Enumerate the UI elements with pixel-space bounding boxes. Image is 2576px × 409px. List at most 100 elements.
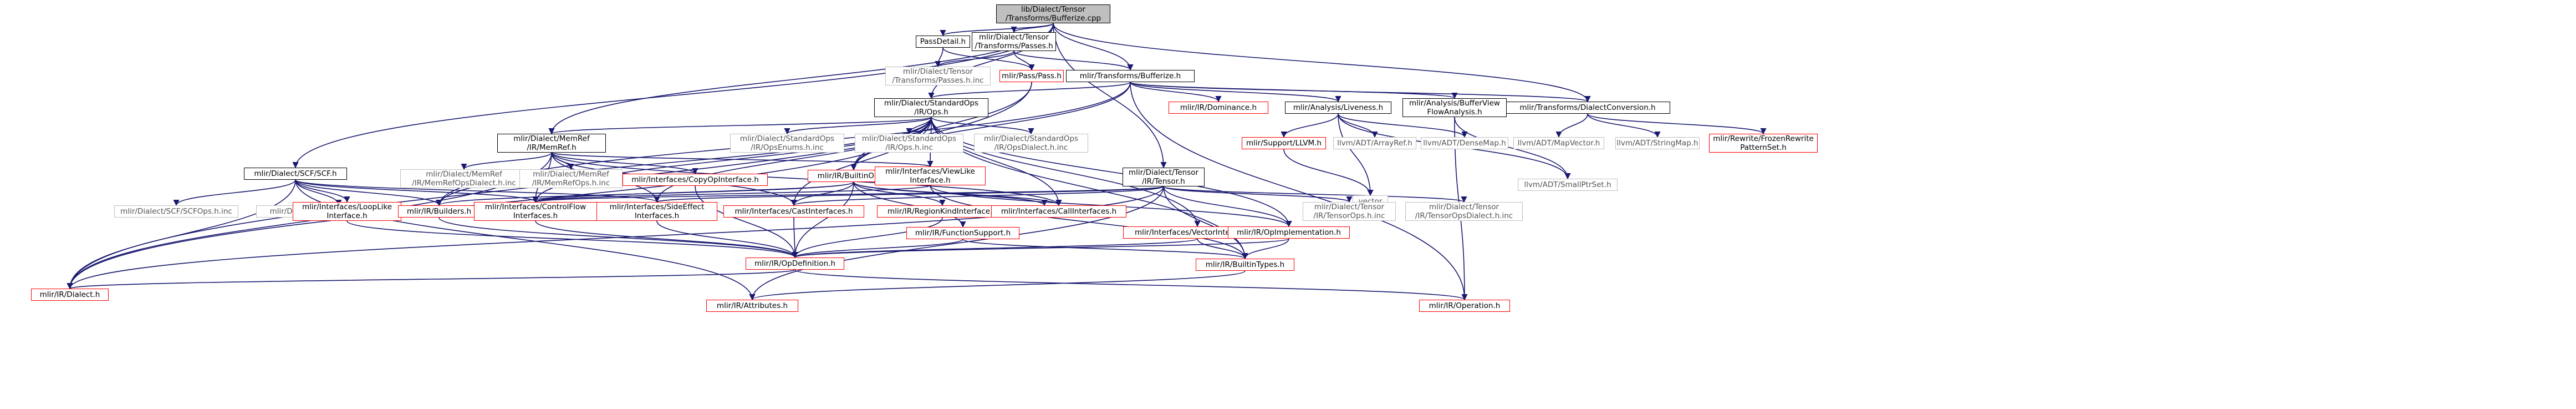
node-mapvector: llvm/ADT/MapVector.h [1513, 137, 1604, 149]
edge-tensorpasses-to-tensorpassesinc [935, 51, 1014, 68]
edge-builtinops-to-controlflow [532, 181, 854, 203]
edge-stdops-to-castinterfaces [790, 117, 932, 206]
node-densemap: llvm/ADT/DenseMap.h [1421, 137, 1508, 149]
edge-stdops-to-sideeffect [654, 117, 932, 203]
edge-root-to-bufferize [1053, 23, 1134, 71]
node-copyop[interactable]: mlir/Interfaces/CopyOpInterface.h [623, 174, 768, 186]
edge-regionkind-to-opdefinition [792, 217, 943, 259]
edge-builtinops-to-castinterfaces [790, 181, 854, 206]
node-stdopsinc: mlir/Dialect/StandardOps /IR/Ops.h.inc [855, 134, 963, 153]
edge-bufferview-to-smallptrset [1454, 117, 1571, 180]
node-stdopsdialect: mlir/Dialect/StandardOps /IR/OpsDialect.… [974, 134, 1088, 153]
node-bufferview[interactable]: mlir/Analysis/BufferView FlowAnalysis.h [1402, 98, 1507, 117]
edge-bufferize-to-dominance [1130, 82, 1222, 103]
edge-stdops-to-callinterfaces [931, 117, 1062, 206]
node-attributes[interactable]: mlir/IR/Attributes.h [706, 300, 798, 312]
node-functionsupport[interactable]: mlir/IR/FunctionSupport.h [906, 227, 1019, 239]
node-memrefopsinc: mlir/Dialect/MemRef /IR/MemRefOps.h.inc [519, 169, 623, 188]
edge-memref-to-copyop [551, 152, 698, 175]
node-stdopsenums: mlir/Dialect/StandardOps /IR/OpsEnums.h.… [730, 134, 844, 153]
edge-dialectconv-to-mapvector [1555, 113, 1588, 138]
node-passpass[interactable]: mlir/Pass/Pass.h [999, 70, 1064, 82]
edge-tensor-to-castinterfaces [790, 186, 1164, 206]
node-frozenrewrite[interactable]: mlir/Rewrite/FrozenRewrite PatternSet.h [1709, 134, 1818, 153]
edge-stdops-to-memref [548, 117, 932, 135]
edge-tensorpasses-to-passpass [1013, 51, 1035, 71]
edge-tensor-to-sideeffect [654, 186, 1164, 203]
node-tensorpasses[interactable]: mlir/Dialect/Tensor /Transforms/Passes.h [972, 32, 1056, 51]
node-tensoropsdialect: mlir/Dialect/Tensor /IR/TensorOpsDialect… [1405, 202, 1523, 221]
edge-bufferize-to-stdops [928, 82, 1131, 99]
node-supportllvm[interactable]: mlir/Support/LLVM.h [1242, 137, 1326, 149]
node-opdefinition[interactable]: mlir/IR/OpDefinition.h [746, 257, 844, 270]
edge-tensorpasses-to-bufferize [1013, 51, 1134, 71]
node-smallptrset: llvm/ADT/SmallPtrSet.h [1518, 179, 1618, 191]
edge-root-to-tensorpasses [1011, 23, 1054, 33]
edge-memref-to-memrefops [461, 152, 552, 170]
node-opimpl[interactable]: mlir/IR/OpImplementation.h [1228, 226, 1350, 239]
edge-viewlike-to-builtintypes [930, 185, 1248, 260]
edge-scf-to-irdialect [67, 179, 296, 290]
node-sideeffect[interactable]: mlir/Interfaces/SideEffect Interfaces.h [596, 202, 717, 221]
node-operation[interactable]: mlir/IR/Operation.h [1419, 300, 1510, 312]
edge-opdefinition-to-irdialect [67, 269, 795, 290]
node-bufferize[interactable]: mlir/Transforms/Bufferize.h [1066, 70, 1195, 82]
node-tensoropsinc: mlir/Dialect/Tensor /IR/TensorOps.h.inc [1303, 202, 1396, 221]
edge-tensor-to-opimpl [1163, 186, 1292, 228]
edge-bufferize-to-bufferview [1130, 82, 1458, 99]
edge-scf-to-looplike [295, 179, 350, 203]
node-passdetail[interactable]: PassDetail.h [916, 36, 970, 48]
node-controlflow[interactable]: mlir/Interfaces/ControlFlow Interfaces.h [474, 202, 597, 221]
node-castinterfaces[interactable]: mlir/Interfaces/CastInterfaces.h [723, 205, 864, 218]
edge-tensor-to-tensoropsinc [1163, 186, 1353, 203]
edge-dialectconv-to-stringmap [1587, 113, 1661, 138]
edge-dialectconv-to-frozenrewrite [1587, 113, 1767, 135]
node-tensor[interactable]: mlir/Dialect/Tensor /IR/Tensor.h [1123, 168, 1205, 186]
edge-opimpl-to-opdefinition [792, 238, 1289, 259]
edge-passpass-to-builtinops [850, 82, 1032, 171]
node-liveness[interactable]: mlir/Analysis/Liveness.h [1285, 102, 1391, 114]
node-memref[interactable]: mlir/Dialect/MemRef /IR/MemRef.h [497, 134, 606, 153]
edge-liveness-to-densemap [1338, 113, 1468, 138]
edge-vectorinterfaces-to-opdefinition [792, 238, 1198, 259]
edge-looplike-to-opdefinition [346, 220, 798, 259]
node-stdops[interactable]: mlir/Dialect/StandardOps /IR/Ops.h [874, 98, 988, 117]
edge-root-to-dialectconv [1053, 23, 1591, 103]
edge-tensor-to-attributes [749, 186, 1164, 301]
node-dominance[interactable]: mlir/IR/Dominance.h [1169, 102, 1268, 114]
node-scf[interactable]: mlir/Dialect/SCF/SCF.h [244, 168, 347, 180]
edge-root-to-tensor [1053, 23, 1167, 169]
edge-opdefinition-to-operation [794, 269, 1468, 301]
edge-stdops-to-stdopsdialect [931, 117, 1034, 135]
node-stringmap: llvm/ADT/StringMap.h [1615, 137, 1700, 149]
node-tensorpassesinc: mlir/Dialect/Tensor /Transforms/Passes.h… [885, 67, 991, 85]
edge-tensor-to-builtintypes [1163, 186, 1248, 260]
edge-builtintypes-to-attributes [749, 270, 1246, 301]
node-scfops: mlir/Dialect/SCF/SCFOps.h.inc [114, 205, 238, 218]
node-regionkind[interactable]: mlir/IR/RegionKindInterface.h [877, 205, 1008, 218]
edge-stdops-to-stdopsenums [784, 117, 932, 135]
node-builtintypes[interactable]: mlir/IR/BuiltinTypes.h [1196, 259, 1294, 271]
node-dialectconv[interactable]: mlir/Transforms/DialectConversion.h [1505, 102, 1670, 114]
edge-liveness-to-supportllvm [1281, 113, 1339, 138]
node-root[interactable]: lib/Dialect/Tensor /Transforms/Bufferize… [996, 4, 1110, 23]
edge-builders-to-opdefinition [438, 217, 798, 259]
edge-supportllvm-to-vector [1283, 149, 1374, 196]
edge-memref-to-callinterfaces [551, 152, 1062, 206]
node-builders[interactable]: mlir/IR/Builders.h [398, 205, 480, 218]
node-looplike[interactable]: mlir/Interfaces/LoopLike Interface.h [293, 202, 401, 221]
edge-scf-to-sideeffect [295, 179, 660, 203]
node-callinterfaces[interactable]: mlir/Interfaces/CallInterfaces.h [991, 205, 1126, 218]
edge-liveness-to-vector [1338, 113, 1374, 196]
edge-viewlike-to-controlflow [532, 185, 931, 203]
edge-bufferize-to-liveness [1130, 82, 1341, 103]
node-arrayref: llvm/ADT/ArrayRef.h [1333, 137, 1416, 149]
edge-sideeffect-to-opdefinition [656, 220, 798, 259]
edge-scf-to-scfops [173, 179, 296, 206]
node-irdialect[interactable]: mlir/IR/Dialect.h [31, 289, 109, 301]
edge-memref-to-viewlike [551, 152, 934, 168]
edge-scf-to-builders [295, 179, 442, 206]
node-viewlike[interactable]: mlir/Interfaces/ViewLike Interface.h [875, 166, 986, 185]
edge-passdetail-to-passpass [942, 47, 1035, 71]
